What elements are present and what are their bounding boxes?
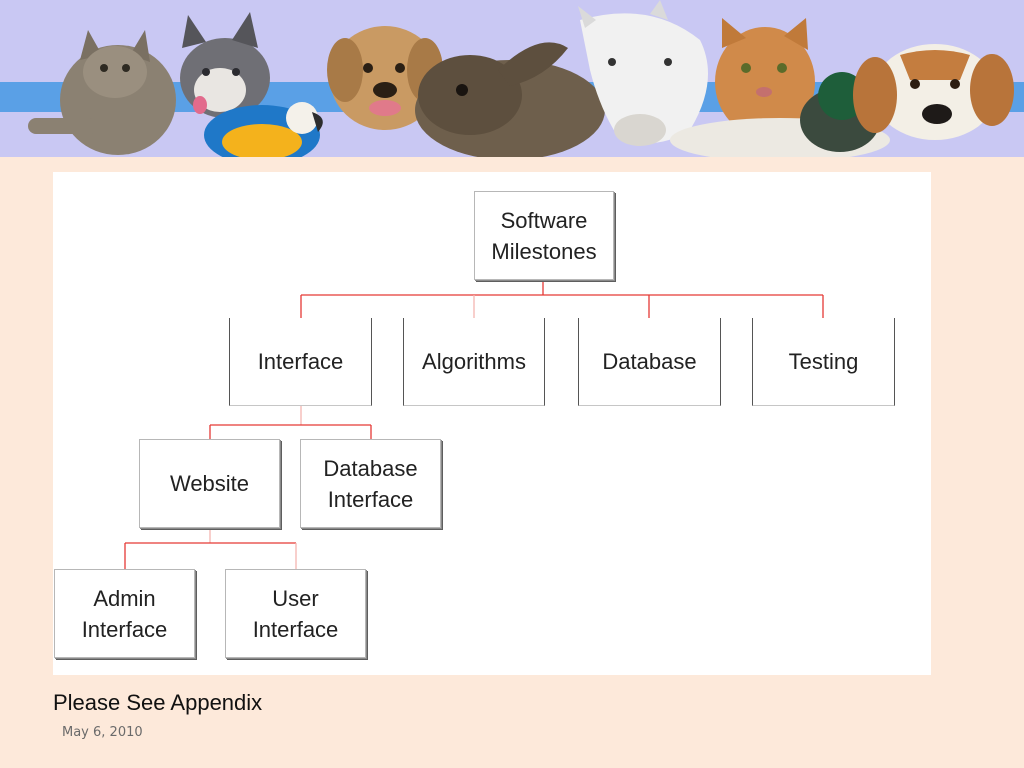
banner-graphic: [0, 0, 1024, 157]
beagle-icon: [853, 44, 1014, 140]
node-label: Database Interface: [323, 455, 418, 512]
node-algorithms: Algorithms: [403, 318, 545, 406]
slide-date: May 6, 2010: [62, 725, 143, 740]
node-label: Website: [169, 471, 250, 496]
node-website: Website: [139, 439, 280, 528]
node-label: Admin Interface: [81, 585, 168, 642]
hierarchy-diagram: Software Milestones Interface Algorithms…: [53, 172, 931, 675]
node-database: Database: [578, 318, 721, 406]
node-software-milestones: Software Milestones: [474, 191, 614, 280]
rabbit-icon: [415, 42, 605, 157]
node-interface: Interface: [229, 318, 372, 406]
connector-lines: [124, 280, 824, 569]
node-admin-interface: Admin Interface: [54, 569, 195, 658]
node-database-interface: Database Interface: [300, 439, 441, 528]
animal-banner: [0, 0, 1024, 157]
node-testing: Testing: [752, 318, 895, 406]
cat-icon: [28, 30, 176, 155]
orange-cat-icon: [715, 18, 815, 137]
node-label: User Interface: [252, 585, 339, 642]
node-label: Testing: [788, 349, 859, 374]
node-label: Database: [602, 349, 697, 374]
horse-icon: [578, 0, 708, 146]
node-label: Interface: [257, 349, 344, 374]
husky-icon: [180, 12, 270, 118]
node-user-interface: User Interface: [225, 569, 366, 658]
node-label: Algorithms: [422, 349, 526, 374]
parrot-icon: [204, 102, 323, 157]
appendix-note: Please See Appendix: [53, 690, 263, 715]
node-label: Software Milestones: [491, 207, 597, 264]
